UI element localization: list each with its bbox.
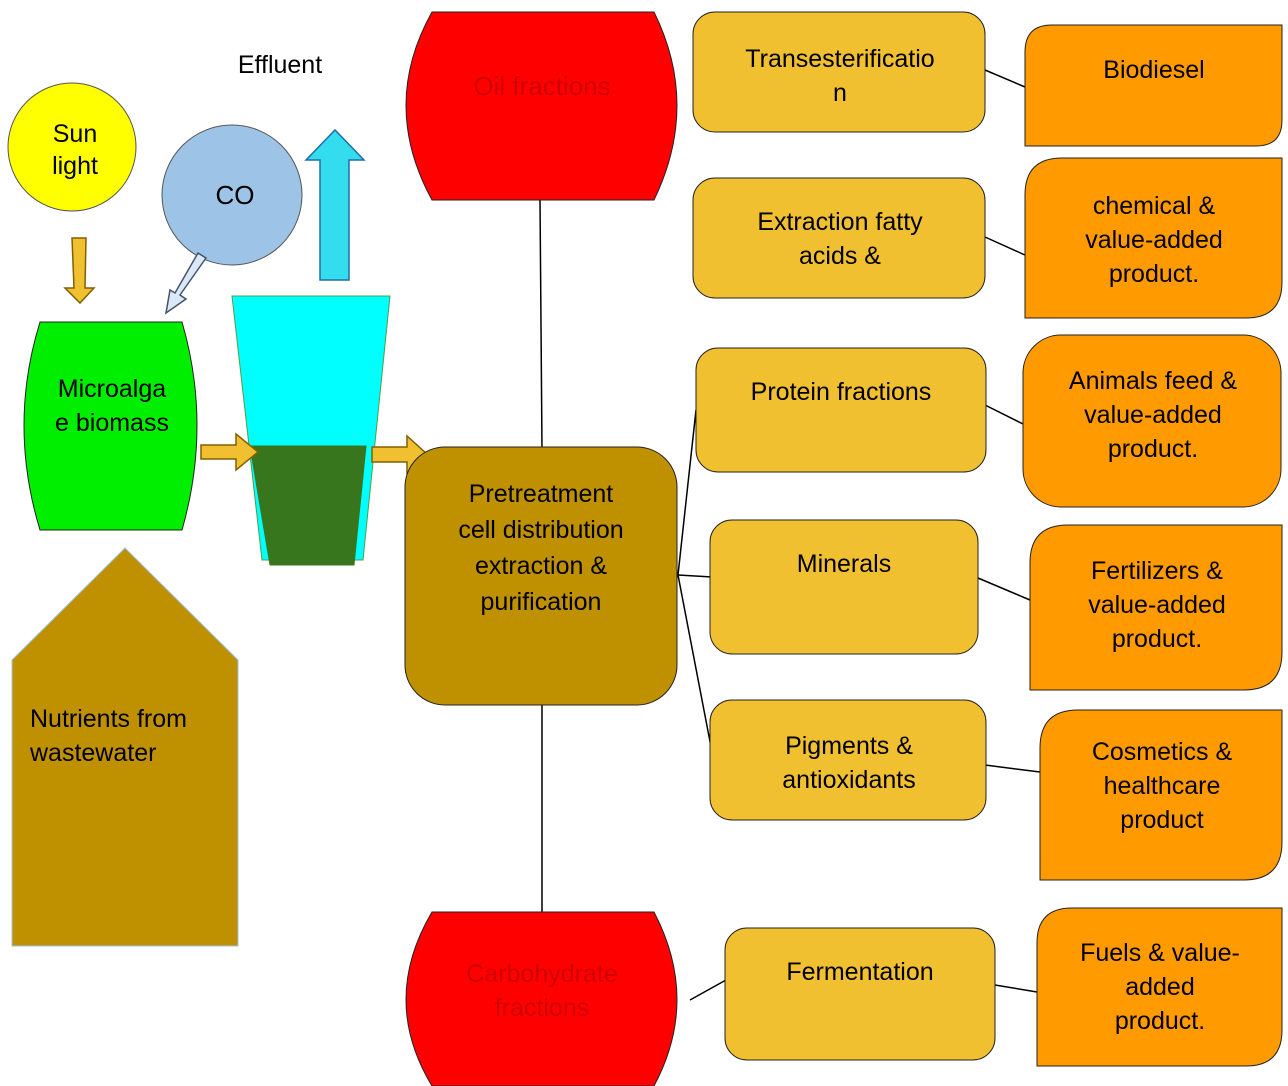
product-box-chemical xyxy=(1024,157,1283,319)
product-box-fertilizers xyxy=(1029,524,1283,691)
product-box-cosmetics xyxy=(1039,709,1283,881)
effluent-label: Effluent xyxy=(237,51,323,79)
product-box-biodiesel xyxy=(1024,24,1283,147)
connector-minerals-fertilizers xyxy=(977,577,1031,601)
product-label-chemical: chemical & value-added product. xyxy=(1085,192,1223,288)
connector-to-minerals xyxy=(677,574,713,578)
nutrients-shape xyxy=(11,547,239,947)
process-box-transesterification xyxy=(692,11,986,133)
process-box-fermentation xyxy=(724,927,996,1061)
product-box-fuels xyxy=(1036,907,1283,1067)
process-label-pigments: Pigments & antioxidants xyxy=(782,732,916,794)
pretreatment-label: Pretreatment cell distribution extractio… xyxy=(458,480,624,616)
carbohydrate-fractions-label: Carbohydrate fractions xyxy=(466,960,618,1022)
connector-extraction-chemical xyxy=(984,236,1026,256)
biomass-shape xyxy=(23,321,198,531)
process-box-minerals xyxy=(709,519,979,655)
connector-protein-animalsfeed xyxy=(984,404,1024,425)
oil-fractions-shape xyxy=(405,11,678,201)
oil-fractions-label: Oil fractions xyxy=(473,71,611,101)
sun-label: Sun light xyxy=(52,120,98,180)
connectors xyxy=(539,69,1041,1001)
process-box-protein xyxy=(695,347,987,473)
connector-fermentation-fuels xyxy=(994,984,1038,993)
process-label-transesterification: Transesterificatio n xyxy=(745,45,935,107)
effluent-arrow xyxy=(304,128,366,281)
product-label-cosmetics: Cosmetics & healthcare product xyxy=(1091,738,1233,834)
connector-to-protein xyxy=(677,409,697,576)
process-label-protein: Protein fractions xyxy=(750,378,932,406)
connector-transesterification-biodiesel xyxy=(984,69,1026,88)
process-label-fermentation: Fermentation xyxy=(786,958,934,986)
reactor-algae xyxy=(249,445,367,566)
process-label-extraction: Extraction fatty acids & xyxy=(757,208,923,270)
process-box-extraction xyxy=(692,177,986,299)
co-arrow xyxy=(164,251,208,315)
connector-oil-to-pretreatment xyxy=(539,199,543,451)
process-box-pigments xyxy=(709,699,987,821)
biomass-label: Microalga e biomass xyxy=(55,375,169,437)
connector-pigments-cosmetics xyxy=(984,764,1041,773)
connector-to-pigments xyxy=(677,574,713,753)
product-label-animalsfeed: Animals feed & value-added product. xyxy=(1068,367,1238,463)
connector-carbohydrate-fermentation xyxy=(689,979,727,1001)
product-box-animalsfeed xyxy=(1022,334,1282,508)
co-circle xyxy=(161,124,303,266)
product-label-biodiesel: Biodiesel xyxy=(1103,56,1205,84)
carbohydrate-fractions-shape xyxy=(405,911,678,1086)
nutrients-label: Nutrients from wastewater xyxy=(30,705,187,767)
co-label: CO xyxy=(215,180,255,210)
pretreatment-box xyxy=(404,446,678,706)
sun-circle xyxy=(7,82,137,212)
sun-arrow xyxy=(63,237,96,305)
biomass-to-reactor-arrow xyxy=(200,432,260,472)
product-label-fertilizers: Fertilizers & value-added product. xyxy=(1088,557,1226,653)
product-label-fuels: Fuels & value- added product. xyxy=(1080,939,1240,1035)
process-label-minerals: Minerals xyxy=(796,550,892,578)
